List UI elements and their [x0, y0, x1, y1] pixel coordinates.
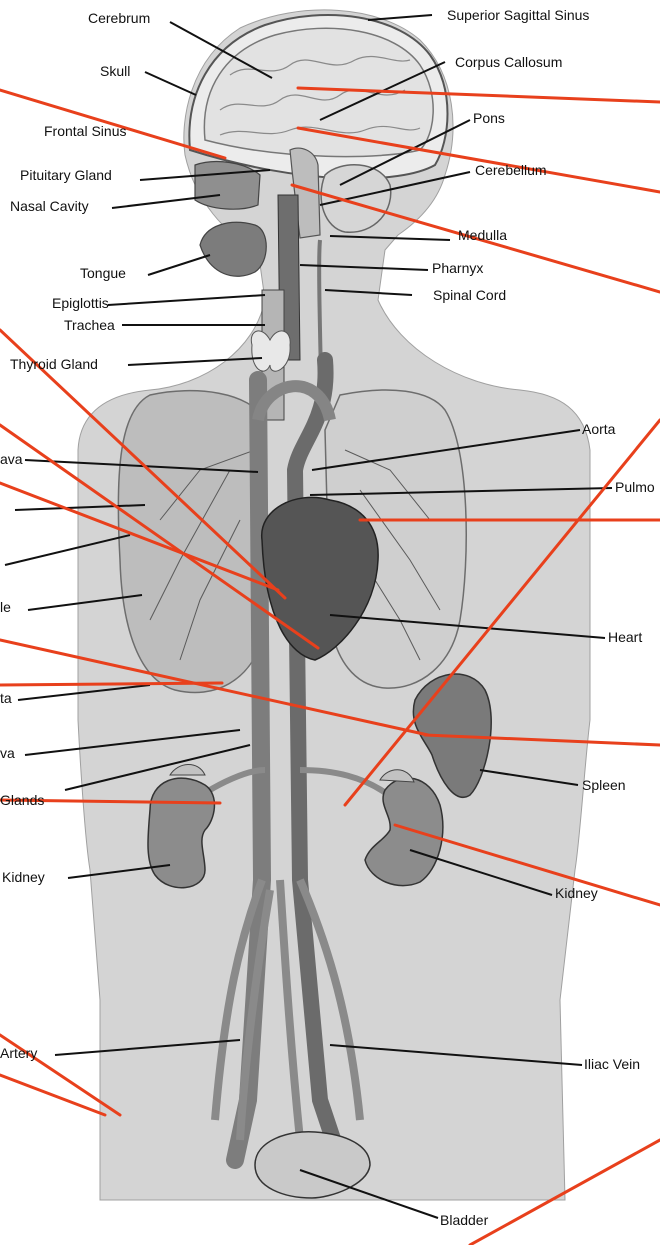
label-superior-sagittal-sinus: Superior Sagittal Sinus — [447, 7, 589, 23]
label-vena-cava-lower: va — [0, 745, 15, 761]
label-thyroid-gland: Thyroid Gland — [10, 356, 98, 372]
label-pons: Pons — [473, 110, 505, 126]
label-iliac-vein: Iliac Vein — [584, 1056, 640, 1072]
label-kidney-left: Kidney — [2, 869, 45, 885]
label-vena-cava-upper: ava — [0, 451, 23, 467]
nasal-cavity — [195, 162, 260, 210]
label-ventricle: le — [0, 599, 11, 615]
label-nasal-cavity: Nasal Cavity — [10, 198, 89, 214]
label-pharnyx: Pharnyx — [432, 260, 483, 276]
label-skull: Skull — [100, 63, 130, 79]
label-spinal-cord: Spinal Cord — [433, 287, 506, 303]
label-cerebellum: Cerebellum — [475, 162, 547, 178]
label-frontal-sinus: Frontal Sinus — [44, 123, 126, 139]
label-artery: Artery — [0, 1045, 37, 1061]
label-corpus-callosum: Corpus Callosum — [455, 54, 562, 70]
label-aorta-lower: ta — [0, 690, 12, 706]
label-trachea: Trachea — [64, 317, 115, 333]
label-bladder: Bladder — [440, 1212, 489, 1228]
label-pituitary-gland: Pituitary Gland — [20, 167, 112, 183]
label-spleen: Spleen — [582, 777, 626, 793]
label-heart: Heart — [608, 629, 642, 645]
tongue-shape — [200, 222, 266, 276]
label-epiglottis: Epiglottis — [52, 295, 109, 311]
label-aorta: Aorta — [582, 421, 616, 437]
label-medulla: Medulla — [458, 227, 507, 243]
label-kidney-right: Kidney — [555, 885, 598, 901]
left-lung — [118, 391, 265, 693]
label-adrenal-glands: Glands — [0, 792, 44, 808]
label-pulmonary: Pulmo — [615, 479, 655, 495]
label-cerebrum: Cerebrum — [88, 10, 150, 26]
label-tongue: Tongue — [80, 265, 126, 281]
